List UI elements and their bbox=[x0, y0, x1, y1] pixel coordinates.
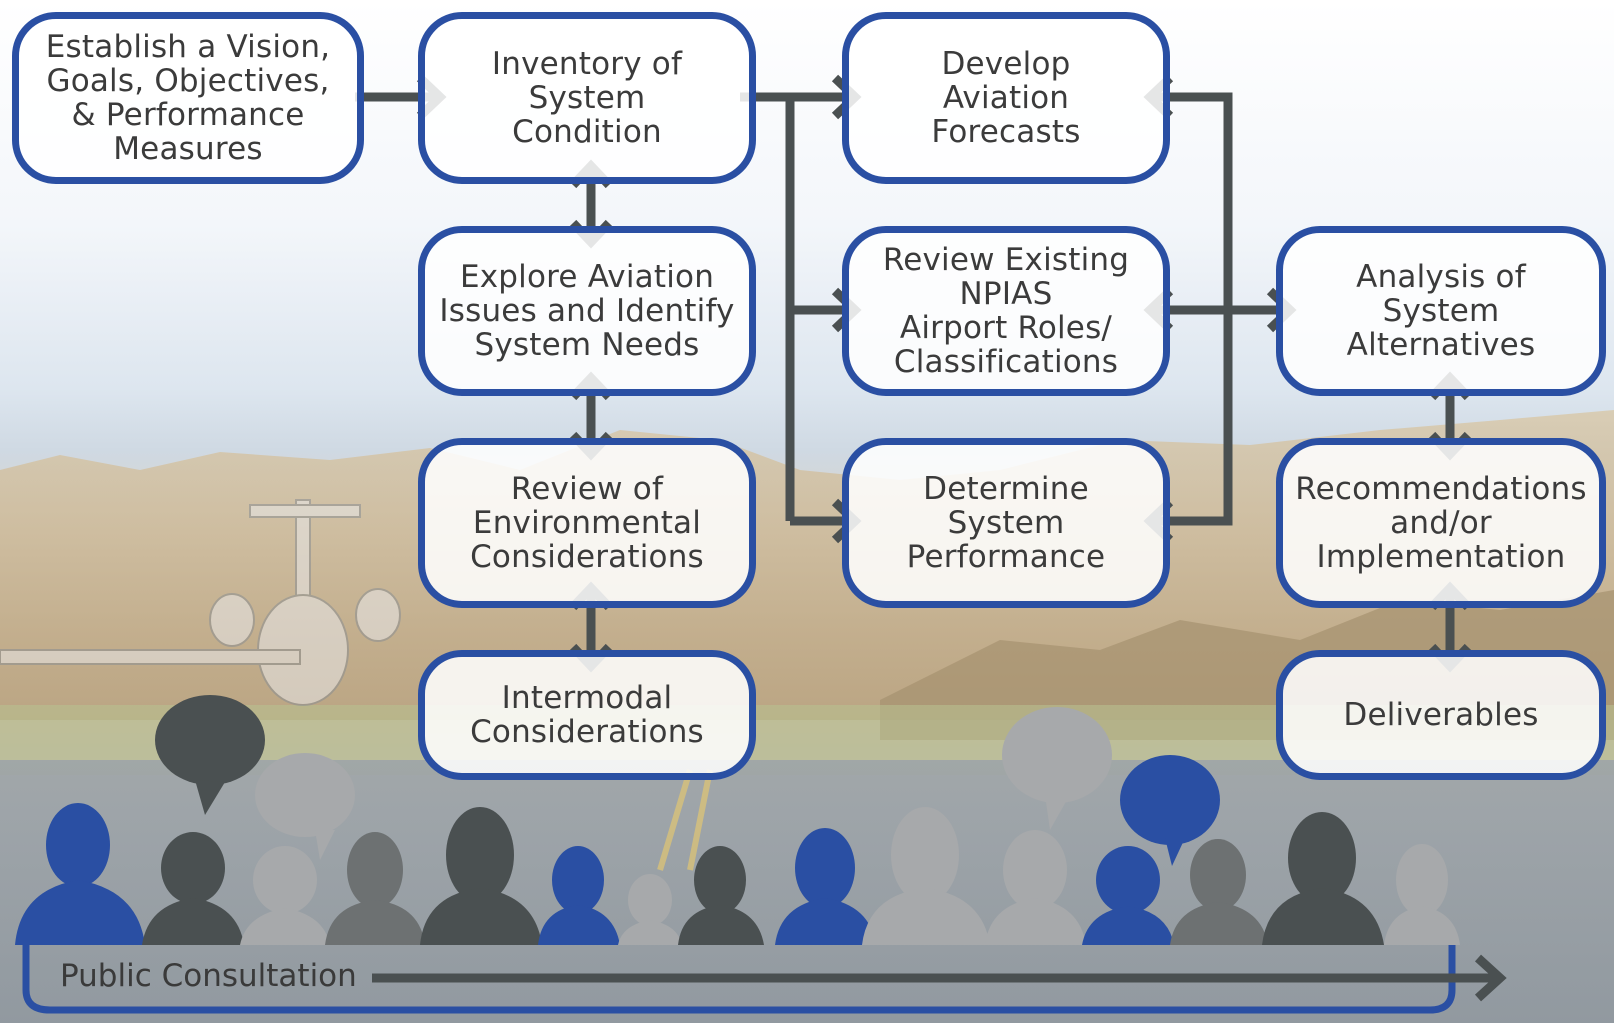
person-icon bbox=[985, 830, 1086, 945]
person-icon bbox=[1384, 844, 1460, 945]
person-icon bbox=[775, 828, 876, 945]
box-inventory-system-condition: Inventory of System Condition bbox=[418, 12, 756, 184]
box-explore-aviation-issues: Explore Aviation Issues and Identify Sys… bbox=[418, 226, 756, 396]
person-icon bbox=[538, 846, 620, 945]
airplane bbox=[0, 499, 401, 706]
person-icon bbox=[325, 832, 425, 945]
speech-bubble-icon bbox=[255, 753, 355, 860]
arrowhead bbox=[1474, 954, 1507, 1002]
speech-bubble-icon bbox=[155, 695, 265, 815]
person-icon bbox=[1262, 812, 1384, 945]
speech-bubble-icon bbox=[1002, 707, 1112, 830]
box-deliverables: Deliverables bbox=[1276, 650, 1606, 780]
box-review-npias: Review Existing NPIAS Airport Roles/ Cla… bbox=[842, 226, 1170, 396]
person-icon bbox=[240, 846, 330, 945]
box-determine-system-performance: Determine System Performance bbox=[842, 438, 1170, 608]
box-analysis-system-alternatives: Analysis of System Alternatives bbox=[1276, 226, 1606, 396]
box-develop-aviation-forecasts: Develop Aviation Forecasts bbox=[842, 12, 1170, 184]
runway-line bbox=[687, 769, 713, 871]
person-icon bbox=[15, 803, 145, 945]
person-icon bbox=[862, 807, 990, 945]
person-icon bbox=[678, 846, 764, 945]
person-icon bbox=[420, 807, 542, 945]
box-intermodal-considerations: Intermodal Considerations bbox=[418, 650, 756, 780]
person-icon bbox=[1082, 846, 1174, 945]
person-icon bbox=[618, 874, 682, 945]
person-icon bbox=[142, 832, 244, 945]
person-icon bbox=[1170, 839, 1268, 945]
box-recommendations-implementation: Recommendations and/or Implementation bbox=[1276, 438, 1606, 608]
speech-bubble-icon bbox=[1120, 755, 1220, 866]
runway-line bbox=[657, 769, 693, 871]
box-review-environmental: Review of Environmental Considerations bbox=[418, 438, 756, 608]
box-establish-vision: Establish a Vision, Goals, Objectives, &… bbox=[12, 12, 364, 184]
public-consultation-label: Public Consultation bbox=[60, 958, 357, 994]
public-consultation-frame bbox=[22, 945, 1456, 1014]
